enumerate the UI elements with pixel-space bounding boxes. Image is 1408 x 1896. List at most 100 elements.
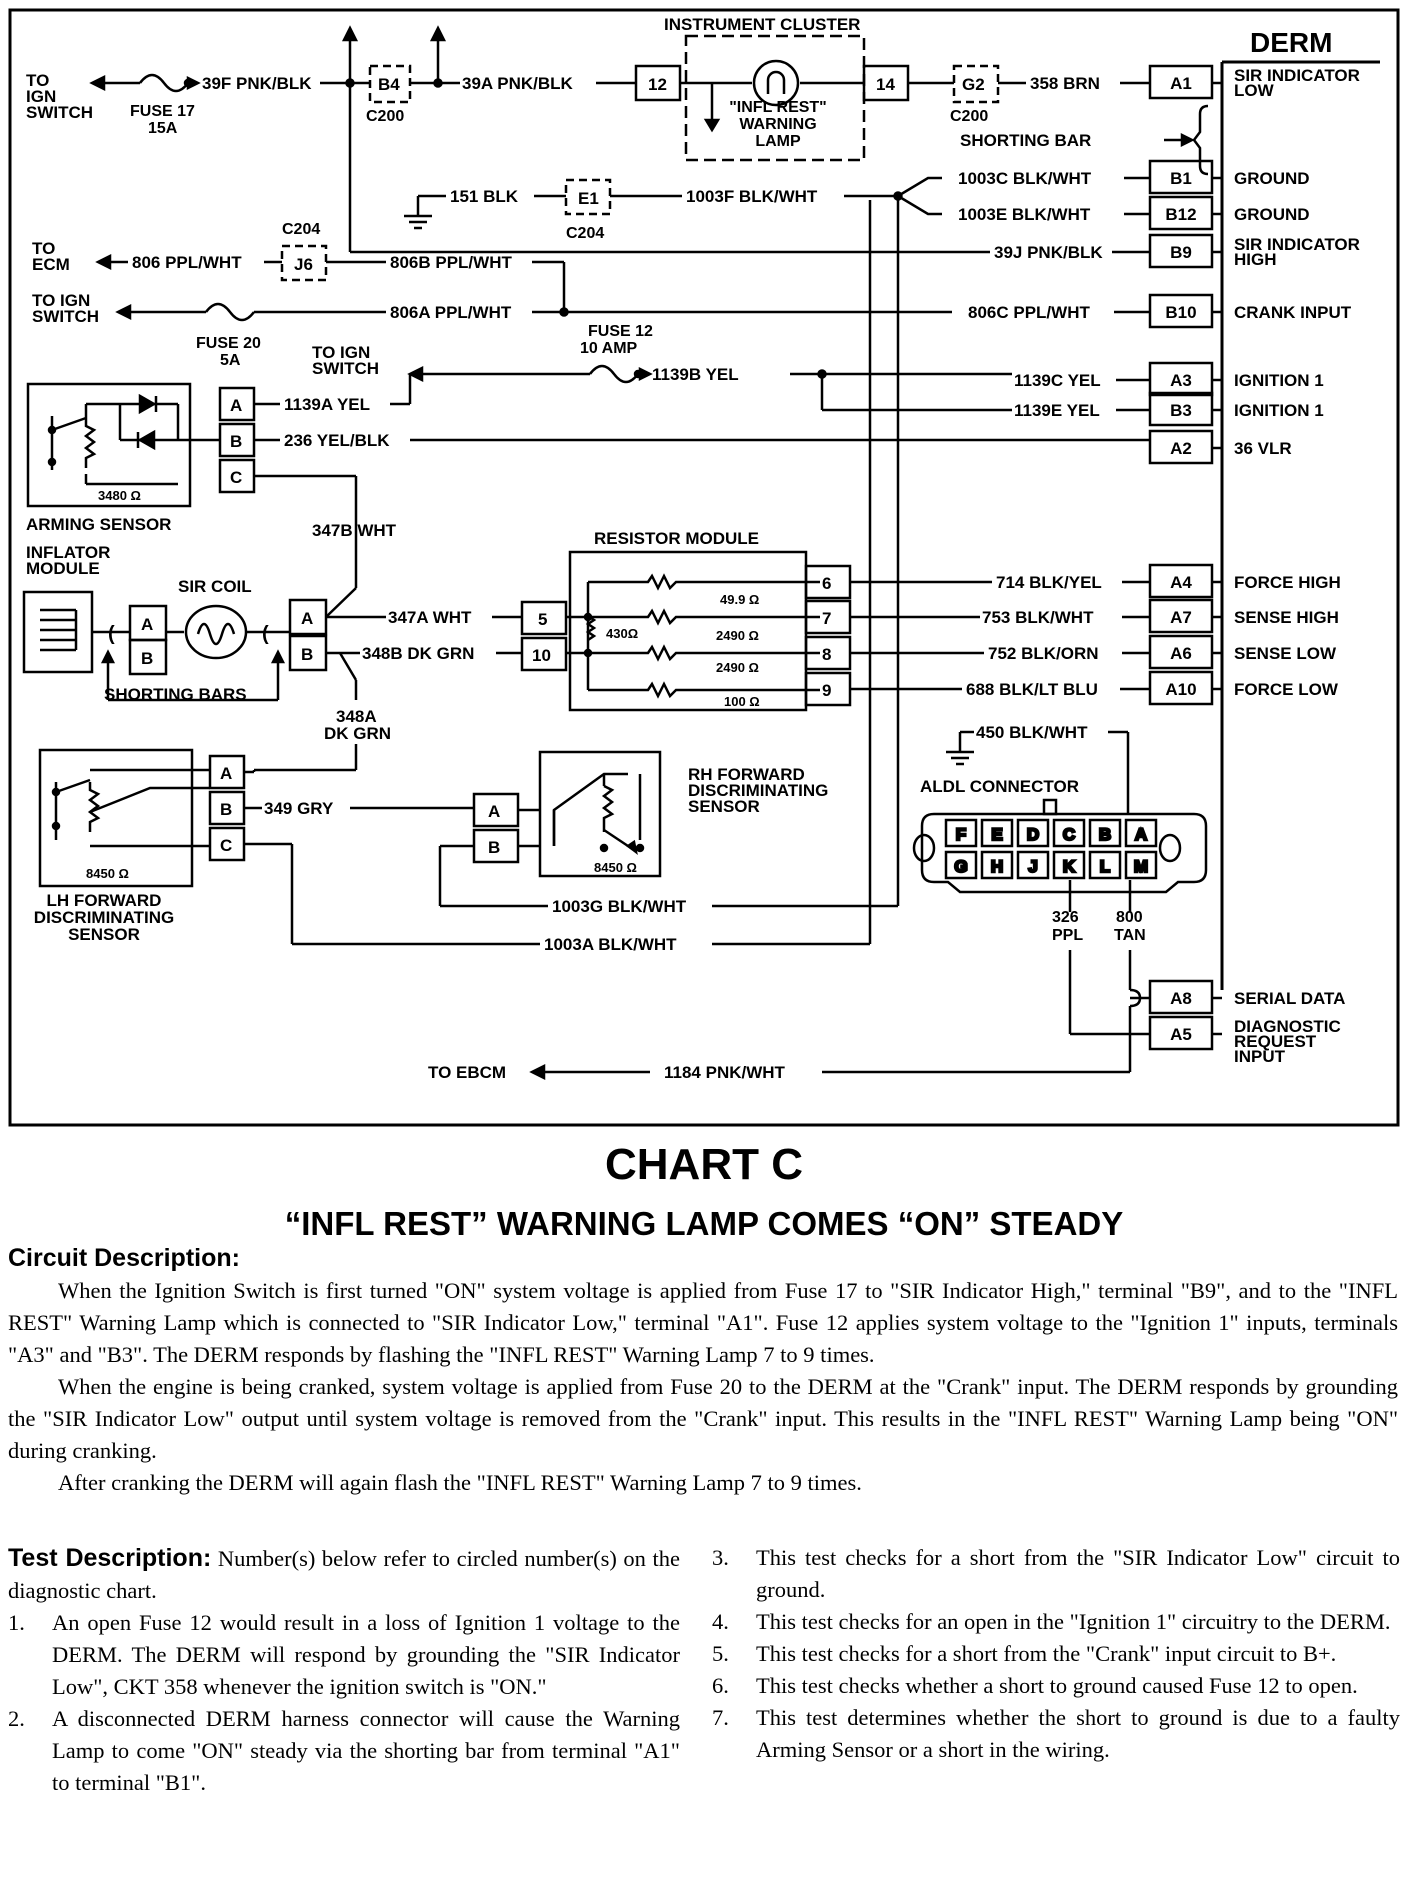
svg-text:A: A [488, 802, 500, 821]
wire-1184-label: 1184 PNK/WHT [664, 1063, 786, 1082]
resistor-module-label: RESISTOR MODULE [594, 529, 759, 548]
wire-806a-label: 806A PPL/WHT [390, 303, 512, 322]
aldl-cavity-l: L [1100, 857, 1110, 876]
svg-text:E1: E1 [578, 189, 599, 208]
svg-text:8: 8 [822, 645, 831, 664]
svg-text:(: ( [262, 623, 269, 645]
circuit-paragraph: When the engine is being cranked, system… [8, 1374, 1398, 1463]
test-description-right: 3.This test checks for a short from the … [712, 1542, 1400, 1766]
aldl-cavity-k: K [1063, 857, 1076, 876]
shorting-bar-label: SHORTING BAR [960, 131, 1091, 150]
diagram-border [8, 8, 1400, 1127]
c200-label-a: C200 [366, 108, 404, 125]
derm-pin-a1: A1 [1170, 74, 1192, 93]
derm-pin-b3: B3 [1170, 401, 1192, 420]
fuse20-symbol [205, 302, 255, 322]
aldl-cavity-b: B [1099, 825, 1111, 844]
aldl-cavity [1124, 850, 1158, 880]
fuse12-symbol [589, 364, 639, 384]
inflator-module-box [22, 590, 94, 674]
test-item: 4.This test checks for an open in the "I… [712, 1609, 1391, 1634]
wire-1139e-label: 1139E YEL [1014, 401, 1100, 420]
aldl-cavity-j: J [1028, 857, 1037, 876]
aldl-cavity-m: M [1134, 857, 1148, 876]
svg-text:B: B [301, 645, 313, 664]
svg-text:J6: J6 [294, 255, 313, 274]
svg-text:B: B [141, 649, 153, 668]
rh-sensor-box [538, 750, 662, 878]
aldl-cavity [1016, 850, 1050, 880]
wire-1139a-label: 1139A YEL [284, 395, 370, 414]
wire-688-label: 688 BLK/LT BLU [966, 680, 1098, 699]
wire-1003a-label: 1003A BLK/WHT [544, 935, 677, 954]
test-description-left: Test Description: Number(s) below refer … [8, 1542, 680, 1799]
lh-resistance: 8450 Ω [86, 866, 129, 881]
svg-text:(: ( [108, 623, 115, 645]
aldl-cavity [944, 850, 978, 880]
svg-text:C: C [220, 836, 232, 855]
aldl-cavity-f: F [956, 825, 966, 844]
wire-1139b-label: 1139B YEL [652, 365, 739, 384]
aldl-cavity [1124, 818, 1158, 848]
chart-subtitle: “INFL REST” WARNING LAMP COMES “ON” STEA… [284, 1205, 1124, 1242]
test-item: 1.An open Fuse 12 would result in a loss… [8, 1610, 680, 1699]
wire-753-label: 753 BLK/WHT [982, 608, 1094, 627]
test-item: 2.A disconnected DERM harness connector … [8, 1706, 680, 1795]
svg-text:12: 12 [648, 75, 667, 94]
derm-pin-b1: B1 [1170, 169, 1192, 188]
c204-label-a: C204 [566, 225, 604, 242]
aldl-cavity-a: A [1135, 825, 1147, 844]
wire-348b-label: 348B DK GRN [362, 644, 474, 663]
derm-pin-a10: A10 [1165, 680, 1196, 699]
aldl-cavity [944, 818, 978, 848]
wire-806c-label: 806C PPL/WHT [968, 303, 1090, 322]
derm-pin-a4: A4 [1170, 573, 1192, 592]
circuit-paragraph: When the Ignition Switch is first turned… [8, 1278, 1398, 1367]
wire-752-label: 752 BLK/ORN [988, 644, 1099, 663]
svg-text:B: B [220, 800, 232, 819]
wire-1139c-label: 1139C YEL [1014, 371, 1101, 390]
res-430: 430Ω [606, 626, 638, 641]
derm-pin-a7: A7 [1170, 608, 1192, 627]
svg-text:A: A [301, 609, 313, 628]
derm-pin-a2: A2 [1170, 439, 1192, 458]
aldl-cavity [1052, 850, 1086, 880]
wire-236-label: 236 YEL/BLK [284, 431, 390, 450]
svg-text:C: C [230, 468, 242, 487]
wire-1003e-label: 1003E BLK/WHT [958, 205, 1091, 224]
wire-347b-label: 347B WHT [312, 521, 397, 540]
aldl-cavity-e: E [991, 825, 1002, 844]
svg-text:49.9 Ω: 49.9 Ω [720, 592, 759, 607]
c200-label-b: C200 [950, 108, 988, 125]
aldl-cavity [1088, 850, 1122, 880]
aldl-cavity-d: D [1027, 825, 1039, 844]
wire-39a-label: 39A PNK/BLK [462, 74, 574, 93]
derm-title: DERM [1250, 27, 1332, 58]
svg-text:10: 10 [532, 646, 551, 665]
wire-1003g-label: 1003G BLK/WHT [552, 897, 687, 916]
wire-806-label: 806 PPL/WHT [132, 253, 242, 272]
derm-pin-function-label: IGNITION 1 [1234, 371, 1324, 390]
derm-pin-function-label: 36 VLR [1234, 439, 1292, 458]
derm-pin-function-label: FORCE LOW [1234, 680, 1339, 699]
derm-pin-a8: A8 [1170, 989, 1192, 1008]
svg-text:A: A [220, 764, 232, 783]
wire-39f-label: 39F PNK/BLK [202, 74, 312, 93]
derm-pin-function-label: SERIAL DATA [1234, 989, 1345, 1008]
aldl-connector-label: ALDL CONNECTOR [920, 777, 1079, 796]
shorting-bar-bracket [1192, 104, 1209, 176]
test-description-intro: Test Description: Number(s) below refer … [8, 1544, 680, 1603]
svg-text:14: 14 [876, 75, 895, 94]
resistor-ladder [588, 573, 820, 699]
svg-text:6: 6 [822, 574, 831, 593]
fuse17-symbol [139, 73, 189, 93]
wire-1003c-label: 1003C BLK/WHT [958, 169, 1092, 188]
derm-pin-b9: B9 [1170, 243, 1192, 262]
